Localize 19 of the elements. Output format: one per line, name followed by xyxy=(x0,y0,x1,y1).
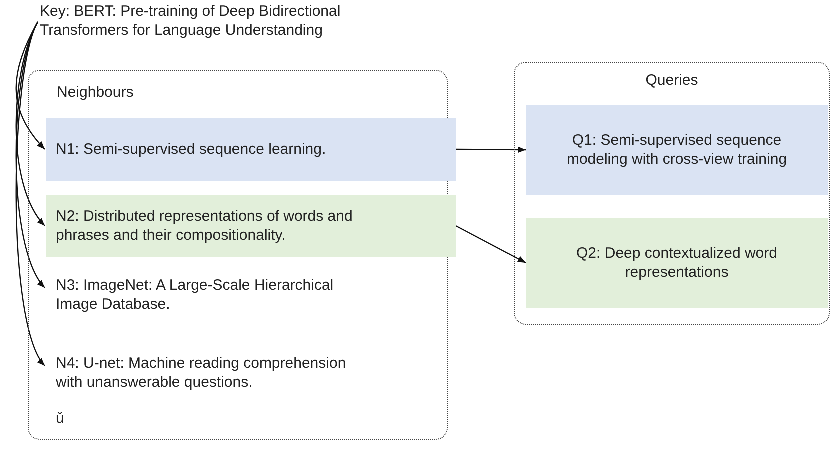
group-heading: Neighbours xyxy=(57,83,134,102)
text-label: N3: ImageNet: A Large-Scale Hierarchical Image Database. xyxy=(56,276,335,314)
arrow xyxy=(16,22,46,366)
process-box xyxy=(46,118,456,181)
process-box xyxy=(46,195,456,257)
process-box xyxy=(526,105,828,195)
box-text: Q2: Deep contextualized word representations xyxy=(576,244,778,282)
arrow xyxy=(456,225,526,264)
text-label: Key: BERT: Pre-training of Deep Bidirectional Transformers for Language Understanding xyxy=(40,2,342,40)
box-text: N1: Semi-supervised sequence learning. xyxy=(56,140,328,159)
box-text: N2: Distributed representations of words and phrases and their compositionality. xyxy=(56,207,354,245)
text-label: N4: U-net: Machine reading comprehension with unanswerable questions. xyxy=(56,354,348,392)
arrow xyxy=(16,22,46,288)
arrow xyxy=(456,146,526,154)
box-text: Q1: Semi-supervised sequence modeling with cross-view training xyxy=(566,131,788,169)
group-heading: Queries xyxy=(644,71,700,90)
process-box xyxy=(526,218,828,308)
stray-character: ǔ xyxy=(56,410,64,427)
group-container xyxy=(514,62,830,325)
